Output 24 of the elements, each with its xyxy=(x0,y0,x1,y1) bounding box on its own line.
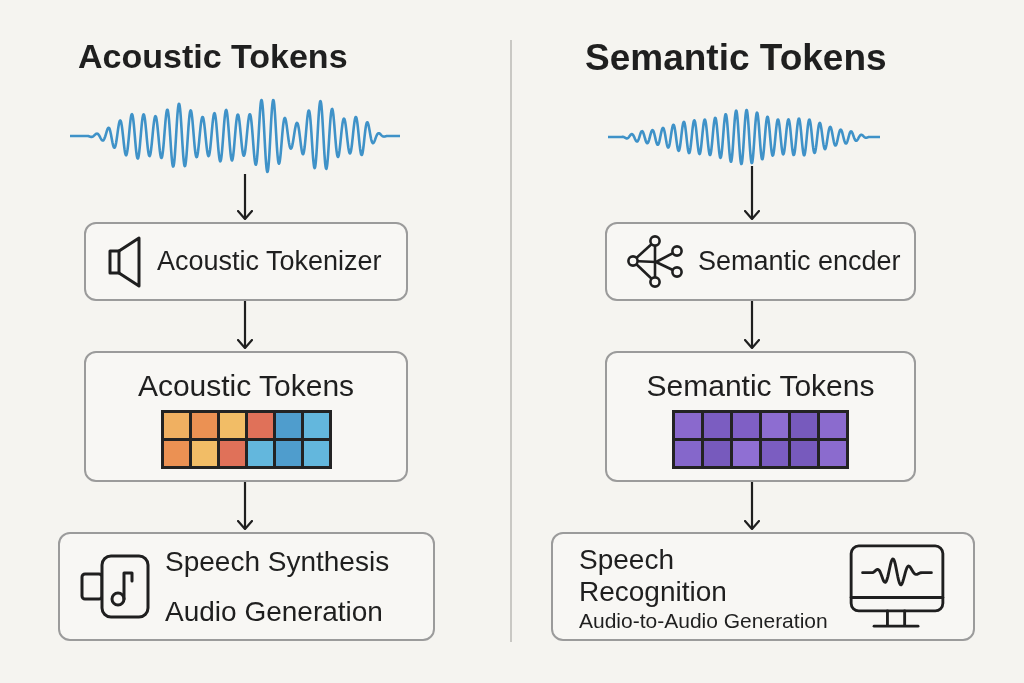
process-box xyxy=(58,532,435,641)
process-box xyxy=(84,351,408,482)
output-label: Speech Recognition xyxy=(579,544,728,608)
output-label: Audio Generation xyxy=(165,594,384,629)
arrow xyxy=(236,301,254,350)
step-label: Semantic encder xyxy=(698,245,901,278)
output-label: Speech Synthesis xyxy=(165,544,390,579)
waveform-drawing xyxy=(70,98,400,174)
output-sublabel: Audio-to-Audio Generation xyxy=(579,608,828,634)
arrow xyxy=(743,301,761,350)
arrow xyxy=(743,166,761,221)
process-box xyxy=(84,222,408,301)
process-box xyxy=(605,351,916,482)
process-box xyxy=(551,532,975,641)
step-label: Acoustic Tokenizer xyxy=(157,245,382,278)
arrow xyxy=(743,482,761,531)
column-heading: Acoustic Tokens xyxy=(78,36,348,77)
arrow xyxy=(236,174,254,221)
arrow xyxy=(236,482,254,531)
step-label: Semantic Tokens xyxy=(646,368,875,404)
step-label: Acoustic Tokens xyxy=(137,368,355,404)
process-box xyxy=(605,222,916,301)
column-heading: Semantic Tokens xyxy=(585,36,887,80)
waveform-drawing xyxy=(608,108,880,166)
